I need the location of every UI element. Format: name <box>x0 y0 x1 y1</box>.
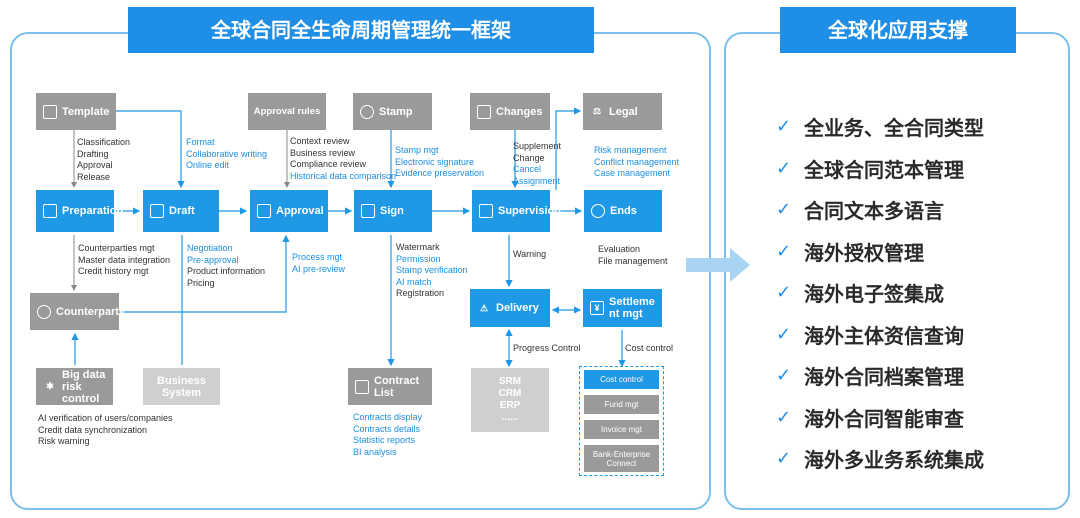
alarm-icon: ✱ <box>46 381 54 391</box>
ends-node: Ends <box>584 190 662 232</box>
check-icon: ✓ <box>776 323 792 345</box>
checklist-icon <box>355 379 369 394</box>
draft-node: Draft <box>143 190 219 232</box>
check-icon: ✓ <box>776 116 792 138</box>
list-item: ✓海外多业务系统集成 <box>776 448 984 473</box>
check-circle-icon <box>591 204 605 218</box>
stamp-node: Stamp <box>353 93 432 130</box>
check-icon: ✓ <box>776 406 792 428</box>
edit-document-icon <box>477 104 491 119</box>
business-system-node: Business System <box>143 368 220 405</box>
document-icon <box>43 104 57 119</box>
list-item: ✓海外主体资信查询 <box>776 323 964 348</box>
approval-icon <box>257 204 271 218</box>
list-item: ✓合同文本多语言 <box>776 199 944 224</box>
stamp-icon <box>360 104 374 119</box>
supervision-node: Supervision <box>472 190 561 232</box>
folder-icon <box>43 204 57 218</box>
settlement-node: ¥Settleme nt mgt <box>583 289 662 327</box>
list-item: ✓海外授权管理 <box>776 240 924 265</box>
list-item: ✓全球合同范本管理 <box>776 157 964 182</box>
payment-icon: ¥ <box>590 301 604 315</box>
invoice-mgt-box: Invoice mgt <box>584 420 659 439</box>
cost-control-label: Cost control <box>625 343 674 353</box>
fund-mgt-box: Fund mgt <box>584 395 659 414</box>
erp-systems-node: SRM CRM ERP ...... <box>471 368 549 432</box>
support-list: ✓全业务、全合同类型 ✓全球合同范本管理 ✓合同文本多语言 ✓海外授权管理 ✓海… <box>776 106 1056 480</box>
check-icon: ✓ <box>776 240 792 262</box>
check-icon: ✓ <box>776 282 792 304</box>
check-icon: ✓ <box>776 365 792 387</box>
list-item: ✓海外合同档案管理 <box>776 365 964 390</box>
framework-title: 全球合同全生命周期管理统一框架 <box>128 7 594 53</box>
legal-node: ⚖Legal <box>583 93 662 130</box>
cost-control-box: Cost control <box>584 370 659 389</box>
warning-label: Warning <box>513 249 547 259</box>
check-icon: ✓ <box>776 199 792 221</box>
progress-label: Progress Control <box>513 343 581 353</box>
counterparty-node: Counterparty <box>30 293 125 330</box>
gavel-icon: ⚖ <box>592 106 602 116</box>
support-title: 全球化应用支撑 <box>780 7 1016 53</box>
preparation-node: Preparation <box>36 190 123 232</box>
arrow-right-icon <box>686 248 750 282</box>
cost-control-group <box>579 366 664 476</box>
check-icon: ✓ <box>776 448 792 470</box>
list-item: ✓全业务、全合同类型 <box>776 116 984 141</box>
approval-rules-node: Approval rules <box>248 93 326 130</box>
template-node: Template <box>36 93 116 130</box>
check-icon: ✓ <box>776 157 792 179</box>
big-data-node: ✱Big data risk control <box>36 368 113 405</box>
edit-icon <box>150 204 164 218</box>
monitor-icon <box>479 204 493 218</box>
pen-icon <box>361 204 375 218</box>
sign-node: Sign <box>354 190 432 232</box>
contract-list-node: Contract List <box>348 368 432 405</box>
list-item: ✓海外合同智能审查 <box>776 406 964 431</box>
changes-node: Changes <box>470 93 550 130</box>
list-item: ✓海外电子签集成 <box>776 282 944 307</box>
warning-icon: ⚠ <box>479 302 489 313</box>
delivery-node: ⚠Delivery <box>470 289 550 327</box>
people-icon <box>37 304 51 319</box>
bank-connect-box: Bank-Enterprise Connect <box>584 445 659 472</box>
approval-node: Approval <box>250 190 328 232</box>
